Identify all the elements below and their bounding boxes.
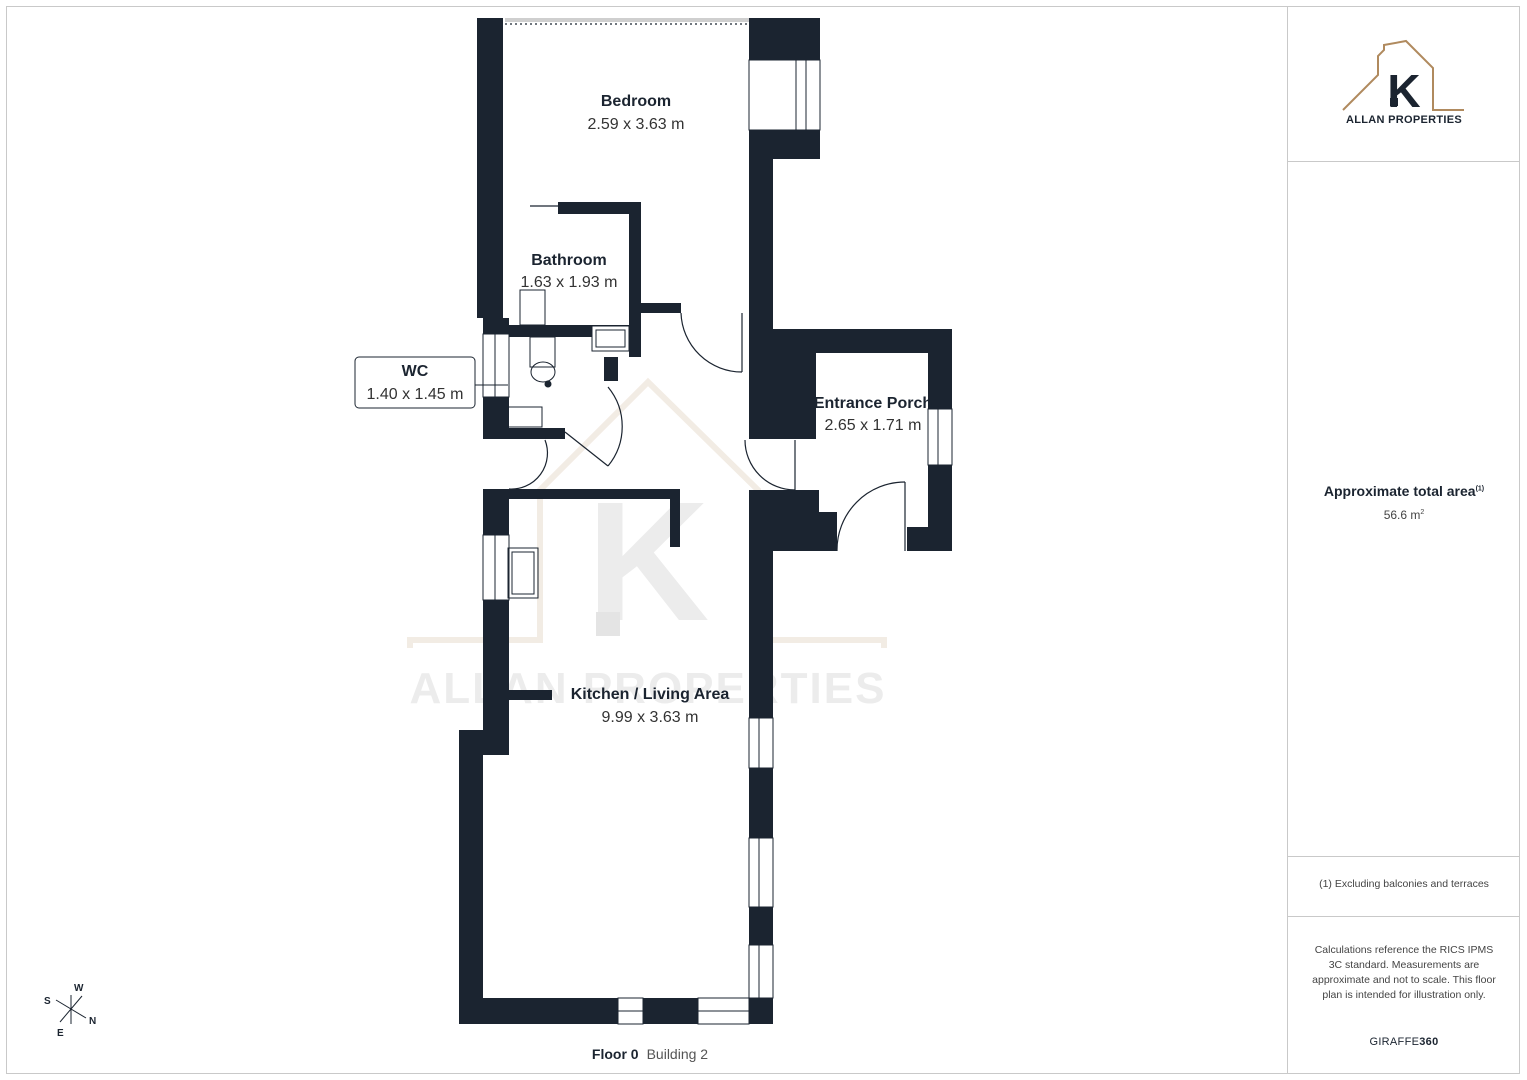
- fixtures: [507, 289, 630, 599]
- compass-rose: [55, 995, 87, 1024]
- walls: [459, 18, 952, 1024]
- room-dims-kitchen: 9.99 x 3.63 m: [602, 709, 699, 726]
- windows: [482, 59, 953, 1025]
- footnote: (1) Excluding balconies and terraces: [1319, 878, 1489, 890]
- compass: W S N E: [40, 982, 104, 1042]
- area-value: 56.6 m2: [1383, 508, 1425, 522]
- room-dims-bedroom: 2.59 x 3.63 m: [588, 116, 685, 133]
- footnote-panel: (1) Excluding balconies and terraces: [1288, 856, 1520, 917]
- floor-plan: K ALLAN PROPERTIES: [55, 18, 953, 1025]
- room-labels: Bedroom 2.59 x 3.63 m Bathroom 1.63 x 1.…: [521, 93, 933, 726]
- area-panel: Approximate total area(1) 56.6 m2: [1288, 161, 1520, 857]
- info-sidebar: K ALLAN PROPERTIES Approximate total are…: [1287, 6, 1520, 1074]
- compass-e: E: [57, 1028, 64, 1039]
- area-label: Approximate total area(1): [1323, 483, 1485, 499]
- credit-logo: GIRAFFE360: [1369, 1036, 1439, 1048]
- room-name-bathroom: Bathroom: [531, 252, 607, 269]
- room-dims-bathroom: 1.63 x 1.93 m: [521, 274, 618, 291]
- disclaimer: Calculations reference the RICS IPMS 3C …: [1312, 944, 1496, 1001]
- page-frame: [6, 6, 1520, 1074]
- brand-logo-panel: K ALLAN PROPERTIES: [1288, 6, 1520, 162]
- room-name-bedroom: Bedroom: [601, 93, 671, 110]
- compass-n: N: [89, 1016, 97, 1027]
- logo-letter: K: [1387, 65, 1420, 116]
- room-dims-porch: 2.65 x 1.71 m: [825, 417, 922, 434]
- disclaimer-panel: Calculations reference the RICS IPMS 3C …: [1288, 916, 1520, 1074]
- room-dims-wc: 1.40 x 1.45 m: [367, 386, 464, 403]
- room-name-kitchen: Kitchen / Living Area: [571, 686, 730, 703]
- room-name-porch: Entrance Porch: [814, 395, 932, 412]
- wc-callout: WC 1.40 x 1.45 m: [354, 356, 508, 409]
- doors: [505, 23, 906, 552]
- house-logo-icon: K: [1342, 39, 1464, 116]
- compass-w: W: [74, 983, 84, 994]
- brand-name: ALLAN PROPERTIES: [1345, 114, 1463, 126]
- floor-caption: Floor 0 Building 2: [560, 1046, 740, 1062]
- building-label: Building 2: [646, 1046, 709, 1062]
- floor-label: Floor 0: [591, 1046, 639, 1062]
- compass-s: S: [44, 996, 51, 1007]
- room-name-wc: WC: [402, 363, 429, 380]
